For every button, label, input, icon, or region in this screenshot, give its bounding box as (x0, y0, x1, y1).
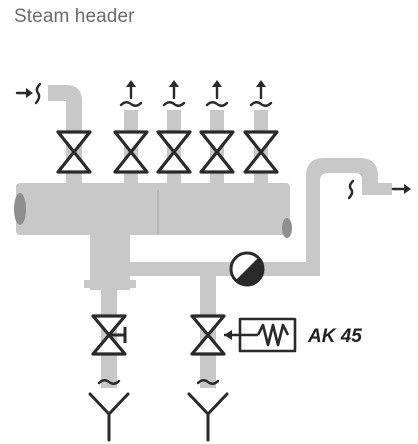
actuator-arrowhead (224, 330, 232, 340)
branch-squiggle-1 (119, 101, 143, 107)
arrow-heads (26, 80, 411, 194)
check-valve-symbol (229, 251, 265, 287)
outlet-stub (362, 183, 392, 195)
inlet-valve (56, 130, 92, 174)
drain-squiggle-right (196, 379, 220, 385)
branch-squiggle-3 (205, 101, 229, 107)
branch-squiggle-4 (249, 101, 273, 107)
drain-leg-base (84, 280, 136, 288)
branch-arrowhead-2 (169, 80, 179, 87)
branch-arrowhead-3 (212, 80, 222, 87)
outlet-arrowhead (404, 184, 411, 194)
drain-valve-handle (109, 327, 127, 343)
branch-arrowhead-4 (256, 80, 266, 87)
top-valves (56, 130, 279, 174)
spring-actuator (224, 317, 297, 353)
diagram-title: Steam header (14, 6, 135, 27)
outlet-pipe (306, 158, 378, 276)
outlet-squiggle (347, 179, 355, 200)
branch-valve-2 (156, 130, 192, 174)
drain-funnel-right (187, 392, 229, 416)
drain-funnels (88, 392, 229, 442)
inlet-squiggle (34, 82, 42, 105)
inlet-arrowhead (26, 88, 33, 98)
branch-arrowhead-1 (126, 80, 136, 87)
trap-valve (190, 314, 226, 356)
header-left-cap (14, 193, 26, 225)
header-right-cap (282, 218, 292, 238)
trap-feed-pipe (130, 262, 320, 276)
branch-valve-3 (199, 130, 235, 174)
branch-valve-4 (243, 130, 279, 174)
drain-squiggle-left (97, 379, 121, 385)
header-drum (16, 183, 290, 235)
trap-label: AK 45 (307, 326, 362, 347)
branch-valve-1 (113, 130, 149, 174)
branch-squiggle-2 (162, 101, 186, 107)
drain-funnel-left (88, 392, 130, 416)
